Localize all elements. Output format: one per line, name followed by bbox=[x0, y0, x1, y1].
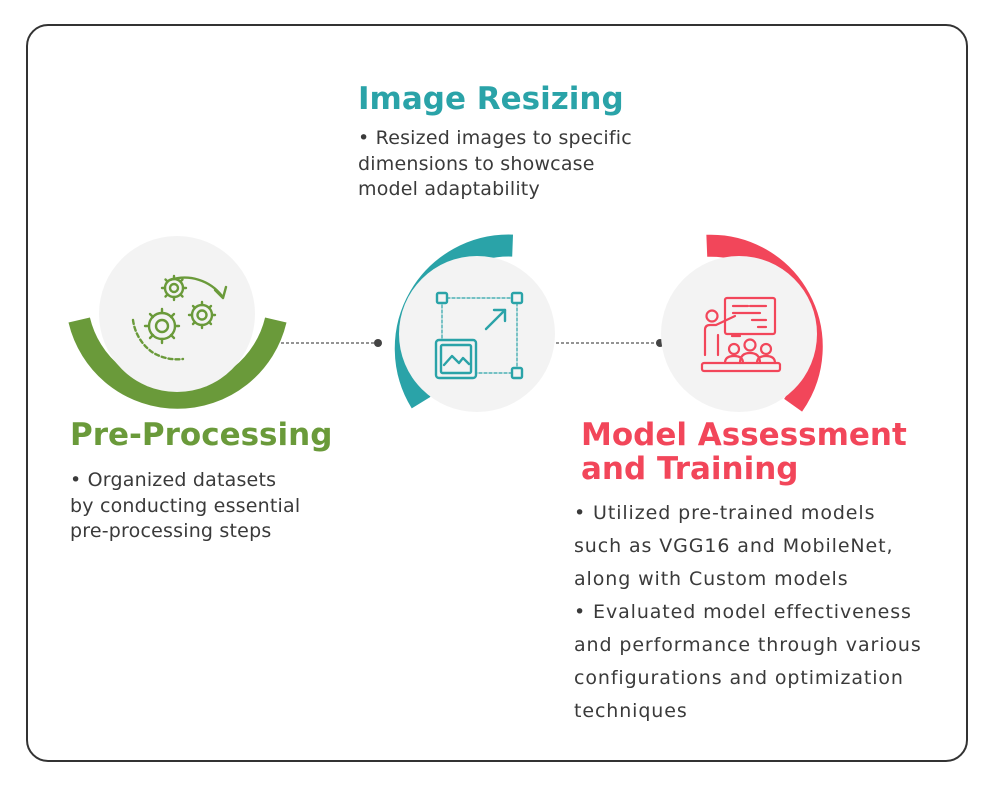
pre-processing-arc bbox=[68, 317, 287, 409]
resize-icon bbox=[434, 291, 524, 380]
pre-processing-line: pre-processing steps bbox=[70, 520, 272, 542]
pre-processing-description: • Organized datasets by conducting essen… bbox=[70, 468, 300, 545]
model-training-description: • Utilized pre-trained models such as VG… bbox=[574, 497, 922, 728]
diagram-frame bbox=[26, 24, 968, 762]
pre-processing-line: by conducting essential bbox=[70, 494, 301, 517]
image-resizing-title: Image Resizing bbox=[358, 81, 624, 117]
model-training-title-line: Model Assessment bbox=[581, 417, 907, 453]
image-resizing-circle bbox=[399, 256, 555, 412]
pre-processing-circle bbox=[99, 236, 255, 392]
model-training-line: such as VGG16 and MobileNet, bbox=[574, 535, 894, 557]
image-resizing-line: • Resized images to specific bbox=[358, 127, 632, 149]
model-training-title-line: and Training bbox=[581, 451, 799, 487]
model-training-line: and performance through various bbox=[574, 634, 922, 656]
model-training-line: • Evaluated model effectiveness bbox=[574, 601, 912, 623]
image-resizing-line: dimensions to showcase bbox=[358, 152, 595, 175]
presentation-icon bbox=[700, 296, 782, 373]
model-training-title: Model Assessment and Training bbox=[581, 418, 907, 486]
image-resizing-line: model adaptability bbox=[358, 178, 540, 200]
model-training-line: techniques bbox=[574, 700, 688, 722]
image-resizing-node bbox=[394, 234, 555, 412]
gears-icon bbox=[131, 274, 228, 361]
model-training-line: configurations and optimization bbox=[574, 667, 904, 689]
model-training-line: • Utilized pre-trained models bbox=[574, 502, 876, 524]
image-resizing-description: • Resized images to specific dimensions … bbox=[358, 126, 632, 203]
pre-processing-line: • Organized datasets bbox=[70, 469, 277, 491]
model-training-node bbox=[661, 234, 823, 412]
model-training-line: along with Custom models bbox=[574, 568, 849, 590]
connector-dot-left bbox=[374, 339, 382, 347]
pre-processing-title: Pre-Processing bbox=[70, 417, 333, 453]
pre-processing-node bbox=[68, 236, 287, 409]
